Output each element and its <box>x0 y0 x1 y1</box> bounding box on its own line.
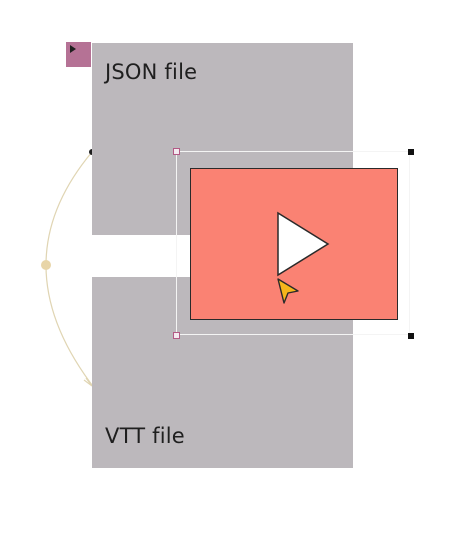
video-placeholder[interactable] <box>190 168 398 320</box>
resize-handle-bottom-left[interactable] <box>173 332 180 339</box>
play-icon[interactable] <box>276 211 330 277</box>
play-triangle-icon <box>70 45 76 53</box>
slide-marker-tag[interactable] <box>66 42 91 67</box>
arc-mid-handle <box>41 260 51 270</box>
arc-path <box>45 151 93 386</box>
resize-handle-top-right[interactable] <box>408 149 414 155</box>
json-file-label: JSON file <box>105 60 198 84</box>
vtt-file-label: VTT file <box>105 424 185 448</box>
resize-handle-top-left[interactable] <box>173 148 180 155</box>
selection-frame[interactable] <box>176 151 410 335</box>
cursor-icon <box>277 278 299 304</box>
resize-handle-bottom-right[interactable] <box>408 333 414 339</box>
